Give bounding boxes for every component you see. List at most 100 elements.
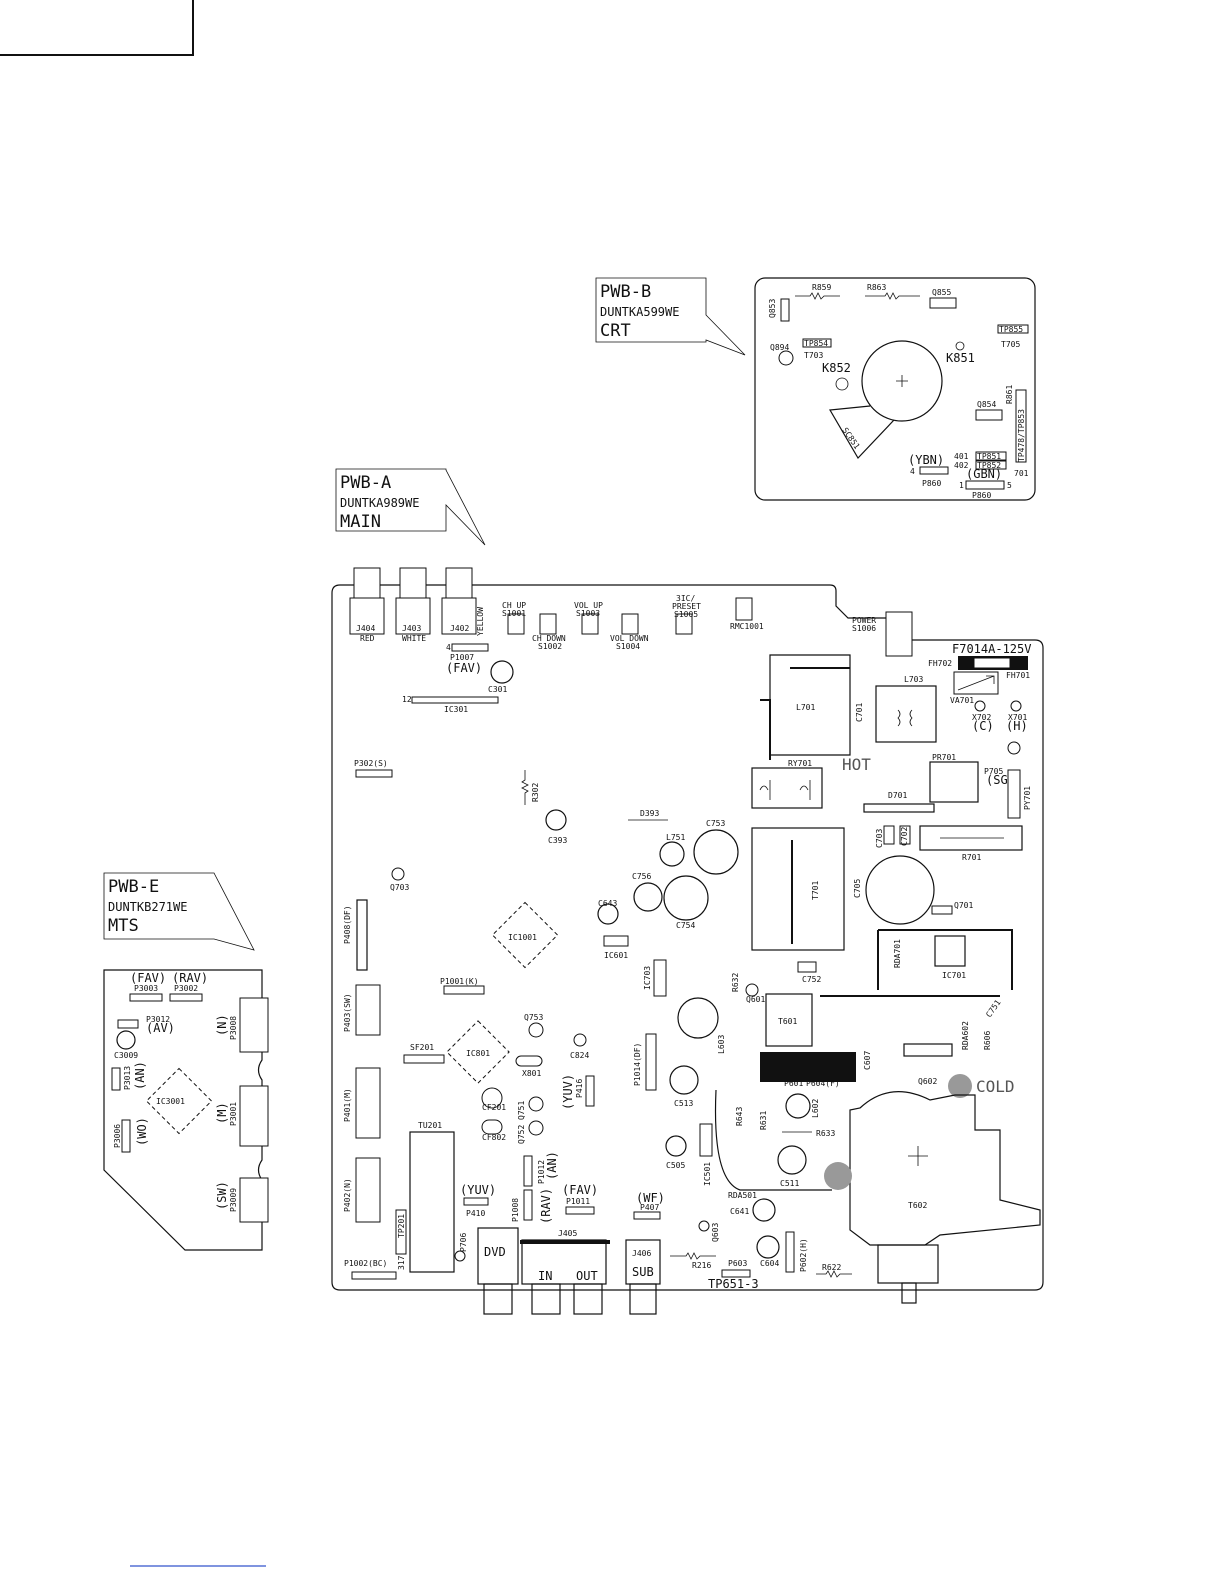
p706-label: P706 bbox=[459, 1233, 468, 1252]
pwb-e-fav-label: (FAV) bbox=[130, 971, 166, 985]
page-corner-box bbox=[0, 0, 194, 56]
t701-transformer bbox=[751, 827, 845, 951]
n402-label: 402 bbox=[954, 461, 969, 470]
c703-label: C703 bbox=[875, 829, 884, 848]
p1007-label: P1007 bbox=[450, 653, 474, 662]
tp478-label: TP478/TP853 bbox=[1017, 409, 1026, 462]
l603-label: L603 bbox=[717, 1035, 726, 1054]
vol-down-label: VOL DOWN bbox=[610, 634, 649, 643]
q753-label: Q753 bbox=[524, 1013, 543, 1022]
pwb-a-outline bbox=[331, 584, 1044, 1291]
p1012-label: P1012 bbox=[537, 1160, 546, 1184]
tp651-label: TP651-3 bbox=[708, 1277, 759, 1291]
ch-up-label: CH UP bbox=[502, 601, 526, 610]
pwb-e-m-label: (M) bbox=[215, 1102, 229, 1124]
ybn-label: (YBN) bbox=[908, 453, 944, 467]
s1004-label: S1004 bbox=[616, 642, 640, 651]
ic301-label: IC301 bbox=[444, 705, 468, 714]
p705-label: P705 bbox=[984, 767, 1003, 776]
r632-label: R632 bbox=[731, 973, 740, 992]
sf201-label: SF201 bbox=[410, 1043, 434, 1052]
vol-up-switch bbox=[581, 613, 599, 635]
r643-label: R643 bbox=[735, 1107, 744, 1126]
power-switch bbox=[885, 611, 913, 657]
j405-label: J405 bbox=[558, 1229, 577, 1238]
out-label: OUT bbox=[576, 1269, 598, 1283]
c702-label: C702 bbox=[900, 827, 909, 846]
pwb-a-name: MAIN bbox=[340, 512, 381, 532]
rmc1001-label: RMC1001 bbox=[730, 622, 764, 631]
c513-label: C513 bbox=[674, 1099, 693, 1108]
ic3001-chip bbox=[145, 1067, 213, 1135]
c705-label: C705 bbox=[853, 879, 862, 898]
x701h-label: (H) bbox=[1006, 719, 1028, 733]
pwb-e-name: MTS bbox=[108, 916, 139, 936]
fh702-label: FH702 bbox=[928, 659, 952, 668]
s1006-label: S1006 bbox=[852, 624, 876, 633]
c753-label: C753 bbox=[706, 819, 725, 828]
ch-down-switch bbox=[539, 613, 557, 635]
s1002-label: S1002 bbox=[538, 642, 562, 651]
p1014-label: P1014(DF) bbox=[633, 1043, 642, 1086]
ry701-label: RY701 bbox=[788, 759, 812, 768]
c752-label: C752 bbox=[802, 975, 821, 984]
r861-label: R861 bbox=[1005, 385, 1014, 404]
sub-label: SUB bbox=[632, 1265, 654, 1279]
fh701-label: FH701 bbox=[1006, 671, 1030, 680]
fav-label: (FAV) bbox=[446, 661, 482, 675]
ic501-label: IC501 bbox=[703, 1162, 712, 1186]
p3002-label: P3002 bbox=[174, 984, 198, 993]
p403-label: P403(SW) bbox=[343, 993, 352, 1032]
p860a-label: P860 bbox=[922, 479, 941, 488]
vol-up-label: VOL UP bbox=[574, 601, 603, 610]
p408-label: P408(DF) bbox=[343, 905, 352, 944]
j406-label: J406 bbox=[632, 1249, 651, 1258]
p1011-label: P1011 bbox=[566, 1197, 590, 1206]
tp855-label: TP855 bbox=[999, 325, 1023, 334]
p410-yuv-label: (YUV) bbox=[460, 1183, 496, 1197]
p860a-n4: 4 bbox=[910, 467, 915, 476]
p302-label: P302(S) bbox=[354, 759, 388, 768]
pwb-e-sw-label: (SW) bbox=[215, 1181, 229, 1210]
dvd-label: DVD bbox=[484, 1245, 506, 1259]
c511-label: C511 bbox=[780, 1179, 799, 1188]
q703-label: Q703 bbox=[390, 883, 409, 892]
p402-label: P402(N) bbox=[343, 1178, 352, 1212]
tp851-label: TP851 bbox=[977, 452, 1001, 461]
p3006-label: P3006 bbox=[113, 1124, 122, 1148]
sc851-label: SC851 bbox=[840, 426, 861, 451]
p603-label: P603 bbox=[728, 1259, 747, 1268]
ch-down-label: CH DOWN bbox=[532, 634, 566, 643]
ic3001-label: IC3001 bbox=[156, 1097, 185, 1106]
red-label: RED bbox=[360, 634, 375, 643]
ic301-n12: 12 bbox=[402, 695, 412, 704]
q894-label: Q894 bbox=[770, 343, 789, 352]
k851-label: K851 bbox=[946, 351, 975, 365]
rda701-label: RDA701 bbox=[893, 939, 902, 968]
rda602-label: RDA602 bbox=[961, 1021, 970, 1050]
p860b-label: P860 bbox=[972, 491, 991, 500]
p3008-label: P3008 bbox=[229, 1016, 238, 1040]
p601-label: P601 bbox=[784, 1079, 803, 1088]
pwb-e-title: PWB-E bbox=[108, 877, 159, 897]
ic801-chip bbox=[446, 1020, 510, 1084]
cold-label: COLD bbox=[976, 1077, 1015, 1096]
fav2-label: (FAV) bbox=[562, 1183, 598, 1197]
p604-label: P604(F) bbox=[806, 1079, 840, 1088]
c643-label: C643 bbox=[598, 899, 617, 908]
cf802-label: CF802 bbox=[482, 1133, 506, 1142]
c604-label: C604 bbox=[760, 1259, 779, 1268]
c824-label: C824 bbox=[570, 1051, 589, 1060]
l703-label: L703 bbox=[904, 675, 923, 684]
pr701-label: PR701 bbox=[932, 753, 956, 762]
n701-label: 701 bbox=[1014, 469, 1029, 478]
t701-label: T701 bbox=[811, 881, 820, 900]
vol-down-switch bbox=[621, 613, 639, 635]
p416-label: P416 bbox=[575, 1079, 584, 1098]
ic1001-label: IC1001 bbox=[508, 933, 537, 942]
ic601-label: IC601 bbox=[604, 951, 628, 960]
pwb-e-wo-label: (WO) bbox=[135, 1117, 149, 1146]
p860b-n5: 5 bbox=[1007, 481, 1012, 490]
c641-label: C641 bbox=[730, 1207, 749, 1216]
r633-label: R633 bbox=[816, 1129, 835, 1138]
